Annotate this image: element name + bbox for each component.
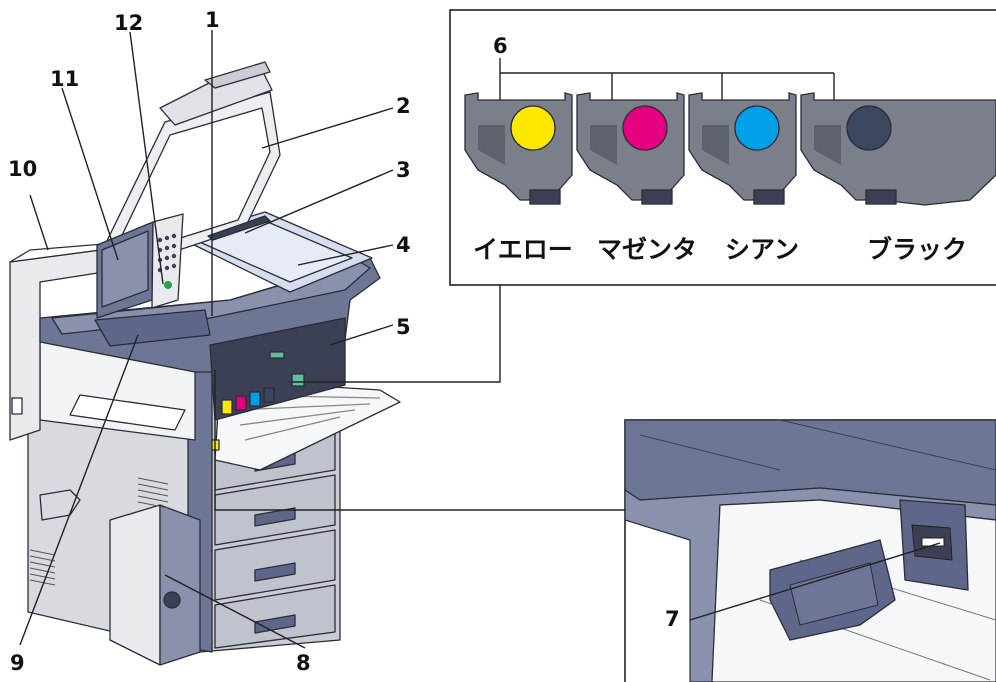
- toner-label-yellow: イエロー: [473, 235, 573, 264]
- drawer-handle-4: [254, 614, 296, 634]
- toner-label-cyan: シアン: [725, 235, 799, 264]
- drawer-3: [214, 529, 336, 601]
- usb-inset-crease: [639, 419, 996, 471]
- callout-7: 7: [665, 607, 680, 631]
- callout-leaders: [19, 30, 941, 649]
- adf-top-unit: [159, 69, 273, 126]
- callout-5: 5: [396, 315, 411, 339]
- front-cover-ribs: [229, 394, 381, 441]
- callout-1: 1: [205, 8, 220, 32]
- drawer-handle-3: [254, 562, 296, 582]
- bay-toner-magenta: [235, 395, 247, 411]
- side-door-interior: [159, 504, 201, 666]
- inner-tray: [94, 309, 211, 347]
- toner-color-magenta: [622, 105, 668, 151]
- bay-toner-black: [263, 387, 275, 403]
- usb-inset: [624, 419, 996, 682]
- output-tray: [69, 394, 186, 431]
- toner-cartridge-yellow: [464, 92, 573, 205]
- usb-connector-line: [214, 370, 625, 511]
- usb-port-connector: [921, 537, 945, 547]
- bay-green-lever-2: [291, 373, 305, 387]
- toner-cartridge-magenta: [576, 92, 685, 205]
- vent-grille-center: [137, 477, 169, 509]
- toner-inset: イエロー マゼンタ シアン ブラック: [449, 9, 996, 286]
- toner-color-black: [846, 105, 892, 151]
- vent-grille-left: [29, 549, 56, 586]
- bay-green-lever: [269, 351, 285, 359]
- drawer-4: [214, 584, 336, 649]
- toner-label-magenta: マゼンタ: [597, 235, 697, 264]
- bay-toner-cyan: [249, 391, 261, 407]
- toner-connector-line: [292, 285, 501, 383]
- paper-guide-shape: [39, 489, 81, 521]
- touch-screen: [101, 230, 149, 308]
- toner-bay: [209, 317, 346, 421]
- bay-toner-yellow: [221, 399, 233, 415]
- usb-cover-flap-inner: [789, 562, 879, 626]
- callout-8: 8: [296, 651, 311, 675]
- callout-12: 12: [114, 11, 143, 35]
- callout-numbers: 1 2 3 4 5 6 7 8 9 10 11 12: [8, 8, 680, 675]
- callout-4: 4: [396, 233, 411, 257]
- toner-cartridge-cyan: [688, 92, 797, 205]
- toner-label-black: ブラック: [867, 235, 967, 264]
- callout-2: 2: [396, 94, 411, 118]
- toner-color-cyan: [734, 105, 780, 151]
- side-door-open: [109, 504, 161, 666]
- callout-3: 3: [396, 158, 411, 182]
- callout-6: 6: [493, 34, 508, 58]
- toner-waste-knob: [163, 591, 181, 609]
- callout-9: 9: [10, 651, 25, 675]
- callout-10: 10: [8, 157, 37, 181]
- printer-illustration: [9, 61, 401, 666]
- callout-11: 11: [50, 67, 79, 91]
- toner-cartridge-black: [800, 92, 996, 206]
- printer-top-surface: [51, 261, 371, 335]
- finisher-slot: [11, 397, 23, 415]
- keypad-strip: [151, 213, 184, 309]
- toner-color-yellow: [510, 105, 556, 151]
